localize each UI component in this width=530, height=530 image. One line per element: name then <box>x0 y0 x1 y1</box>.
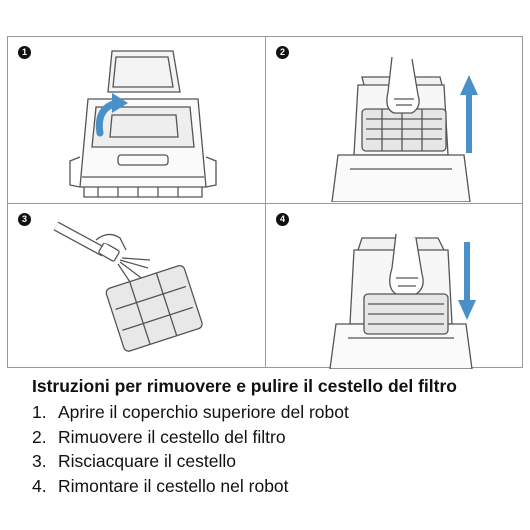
instructions-section: Istruzioni per rimuovere e pulire il ces… <box>32 376 522 498</box>
instruction-text: Rimuovere il cestello del filtro <box>58 426 286 447</box>
grid-divider-horizontal <box>8 203 522 204</box>
step-badge-2: 2 <box>276 46 289 59</box>
instruction-number: 1. <box>32 402 47 422</box>
instructions-title: Istruzioni per rimuovere e pulire il ces… <box>32 376 457 396</box>
instructions-list: 1. Aprire il coperchio superiore del robo… <box>32 400 522 498</box>
step-badge-1: 1 <box>18 46 31 59</box>
instruction-number: 3. <box>32 451 47 471</box>
step-panel-3: 3 <box>8 204 264 369</box>
step-badge-3: 3 <box>18 213 31 226</box>
step-panel-1: 1 <box>8 37 264 202</box>
instruction-item: 2. Rimuovere il cestello del filtro <box>32 425 522 450</box>
instruction-item: 4. Rimontare il cestello nel robot <box>32 474 522 499</box>
robot-open-lid-illustration <box>69 50 217 198</box>
instruction-text: Risciacquare il cestello <box>58 451 236 471</box>
reinsert-filter-basket-illustration <box>329 233 476 369</box>
rinse-filter-basket-illustration <box>53 221 203 352</box>
step-panel-2: 2 <box>266 37 522 202</box>
instruction-item: 1. Aprire il coperchio superiore del robo… <box>32 400 522 425</box>
step-badge-4: 4 <box>276 213 289 226</box>
instruction-text: Aprire il coperchio superiore del robot <box>58 402 349 422</box>
instruction-item: 3. Risciacquare il cestello <box>32 449 522 474</box>
open-arrow-icon <box>95 93 128 137</box>
steps-grid: 1 2 <box>7 36 523 369</box>
lift-filter-basket-illustration <box>331 56 478 202</box>
grid-divider-vertical <box>265 37 266 367</box>
instruction-number: 2. <box>32 426 47 447</box>
instruction-number: 4. <box>32 475 47 496</box>
down-arrow-icon <box>458 242 476 320</box>
up-arrow-icon <box>460 75 478 153</box>
instruction-text: Rimontare il cestello nel robot <box>58 475 289 496</box>
step-panel-4: 4 <box>266 204 522 369</box>
